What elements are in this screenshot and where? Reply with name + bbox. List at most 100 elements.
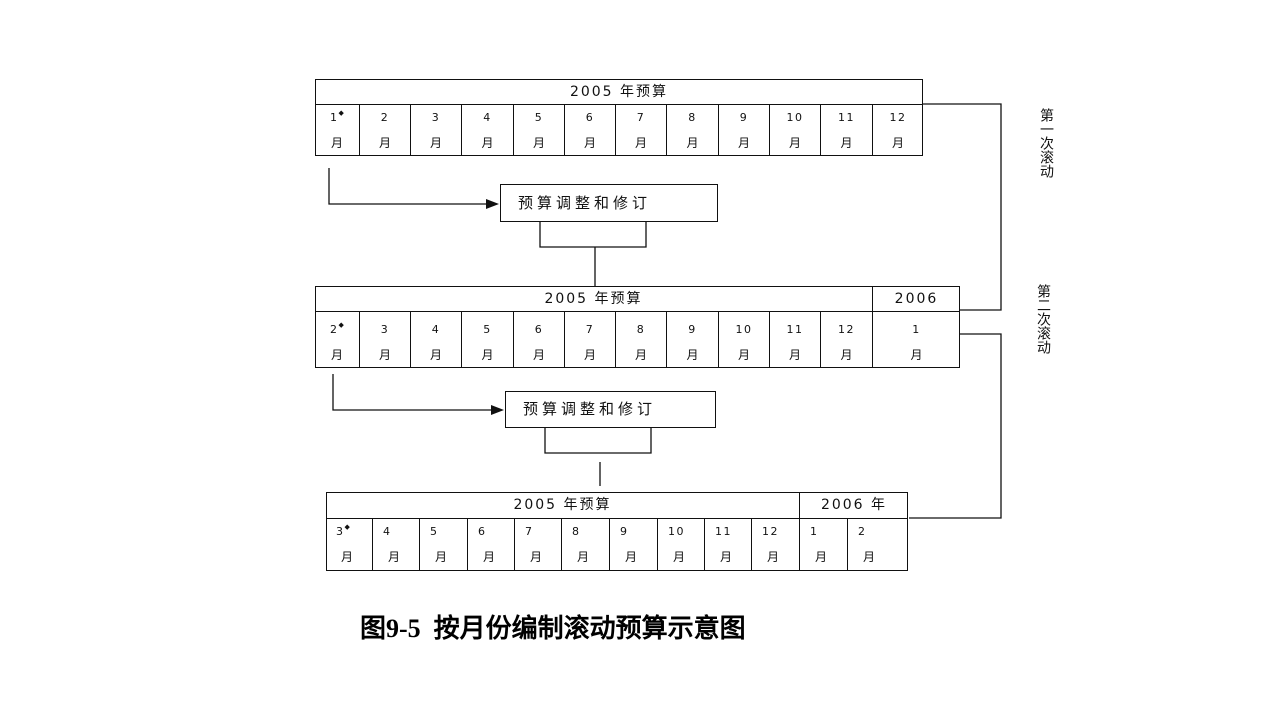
month-number-text: 4 [483,111,492,124]
month-unit: 月 [577,550,590,564]
month-number: 2 [858,524,867,540]
month-number-text: 11 [715,525,732,538]
month-number: 4 [462,110,513,126]
month-cell: 3◆ 月 [326,518,372,570]
month-number: 9 [719,110,769,126]
month-cell: 1◆月 [315,104,359,155]
month-number-text: 12 [838,323,855,336]
month-unit: 月 [863,550,876,564]
year-header-cell: 2006 [872,287,960,311]
month-unit: 月 [686,348,699,362]
month-number-text: 7 [585,323,595,336]
month-unit: 月 [429,348,442,362]
month-number: 10 [719,322,769,338]
month-unit: 月 [788,348,801,362]
month-number-text: 8 [688,111,697,124]
month-unit: 月 [788,136,801,150]
month-unit: 月 [483,550,496,564]
month-number: 5 [462,322,513,338]
month-unit: 月 [840,136,853,150]
month-cell: 11 月 [769,311,820,367]
figure-caption: 图9-5 按月份编制滚动预算示意图 [360,614,746,643]
year-header-cell: 2005 年预算 [513,497,612,513]
month-unit: 月 [891,136,904,150]
month-number: 6 [478,524,487,540]
month-number-text: 5 [534,111,544,124]
current-month-marker-icon: ◆ [344,523,350,531]
month-number-text: 10 [735,323,753,336]
bracket-1 [539,222,647,248]
month-unit: 月 [530,550,543,564]
month-number: 11 [821,110,872,126]
month-unit: 月 [481,348,494,362]
month-unit: 月 [634,136,647,150]
month-unit: 月 [330,348,343,362]
month-number: 5 [514,110,564,126]
year-header-row: 2005 年预算 [316,80,922,105]
month-number-text: 4 [431,323,441,336]
month-unit: 月 [686,136,699,150]
month-number: 1◆ [315,109,359,126]
month-number-text: 7 [525,525,534,538]
month-number-text: 10 [668,525,685,538]
month-number: 10 [668,524,685,540]
adjust-box-label: 预算调整和修订 [523,400,657,418]
month-number-text: 9 [688,323,697,336]
month-number-text: 10 [786,111,804,124]
month-unit: 月 [720,550,733,564]
month-cell: 11 月 [704,518,751,570]
month-unit: 月 [341,550,354,564]
month-unit: 月 [532,348,545,362]
month-number: 2 [360,110,410,126]
month-number: 7 [565,322,615,338]
month-number: 12 [762,524,779,540]
roll-label-1: 第一次滚动 [1038,108,1054,178]
month-number: 9 [620,524,629,540]
month-number: 5 [430,524,439,540]
month-unit: 月 [481,136,494,150]
month-number-text: 11 [786,323,804,336]
month-number: 3 [360,322,410,338]
month-number: 6 [514,322,564,338]
month-number-text: 6 [478,525,487,538]
month-number: 4 [411,322,461,338]
month-number-text: 3 [336,525,345,538]
month-number-text: 1 [330,111,339,124]
month-cell: 2◆月 [315,311,359,367]
month-unit: 月 [429,136,442,150]
adjust-arrow-line-2 [332,374,493,411]
month-number: 1 [810,524,819,540]
month-number: 7 [616,110,666,126]
arrowhead-1 [486,199,499,209]
month-unit: 月 [910,348,923,362]
adjust-box-2: 预算调整和修订 [505,391,716,428]
month-cell: 10 月 [769,104,820,155]
month-number-text: 7 [636,111,646,124]
month-number: 12 [821,322,872,338]
month-unit: 月 [388,550,401,564]
month-number: 7 [525,524,534,540]
month-number-text: 9 [739,111,749,124]
